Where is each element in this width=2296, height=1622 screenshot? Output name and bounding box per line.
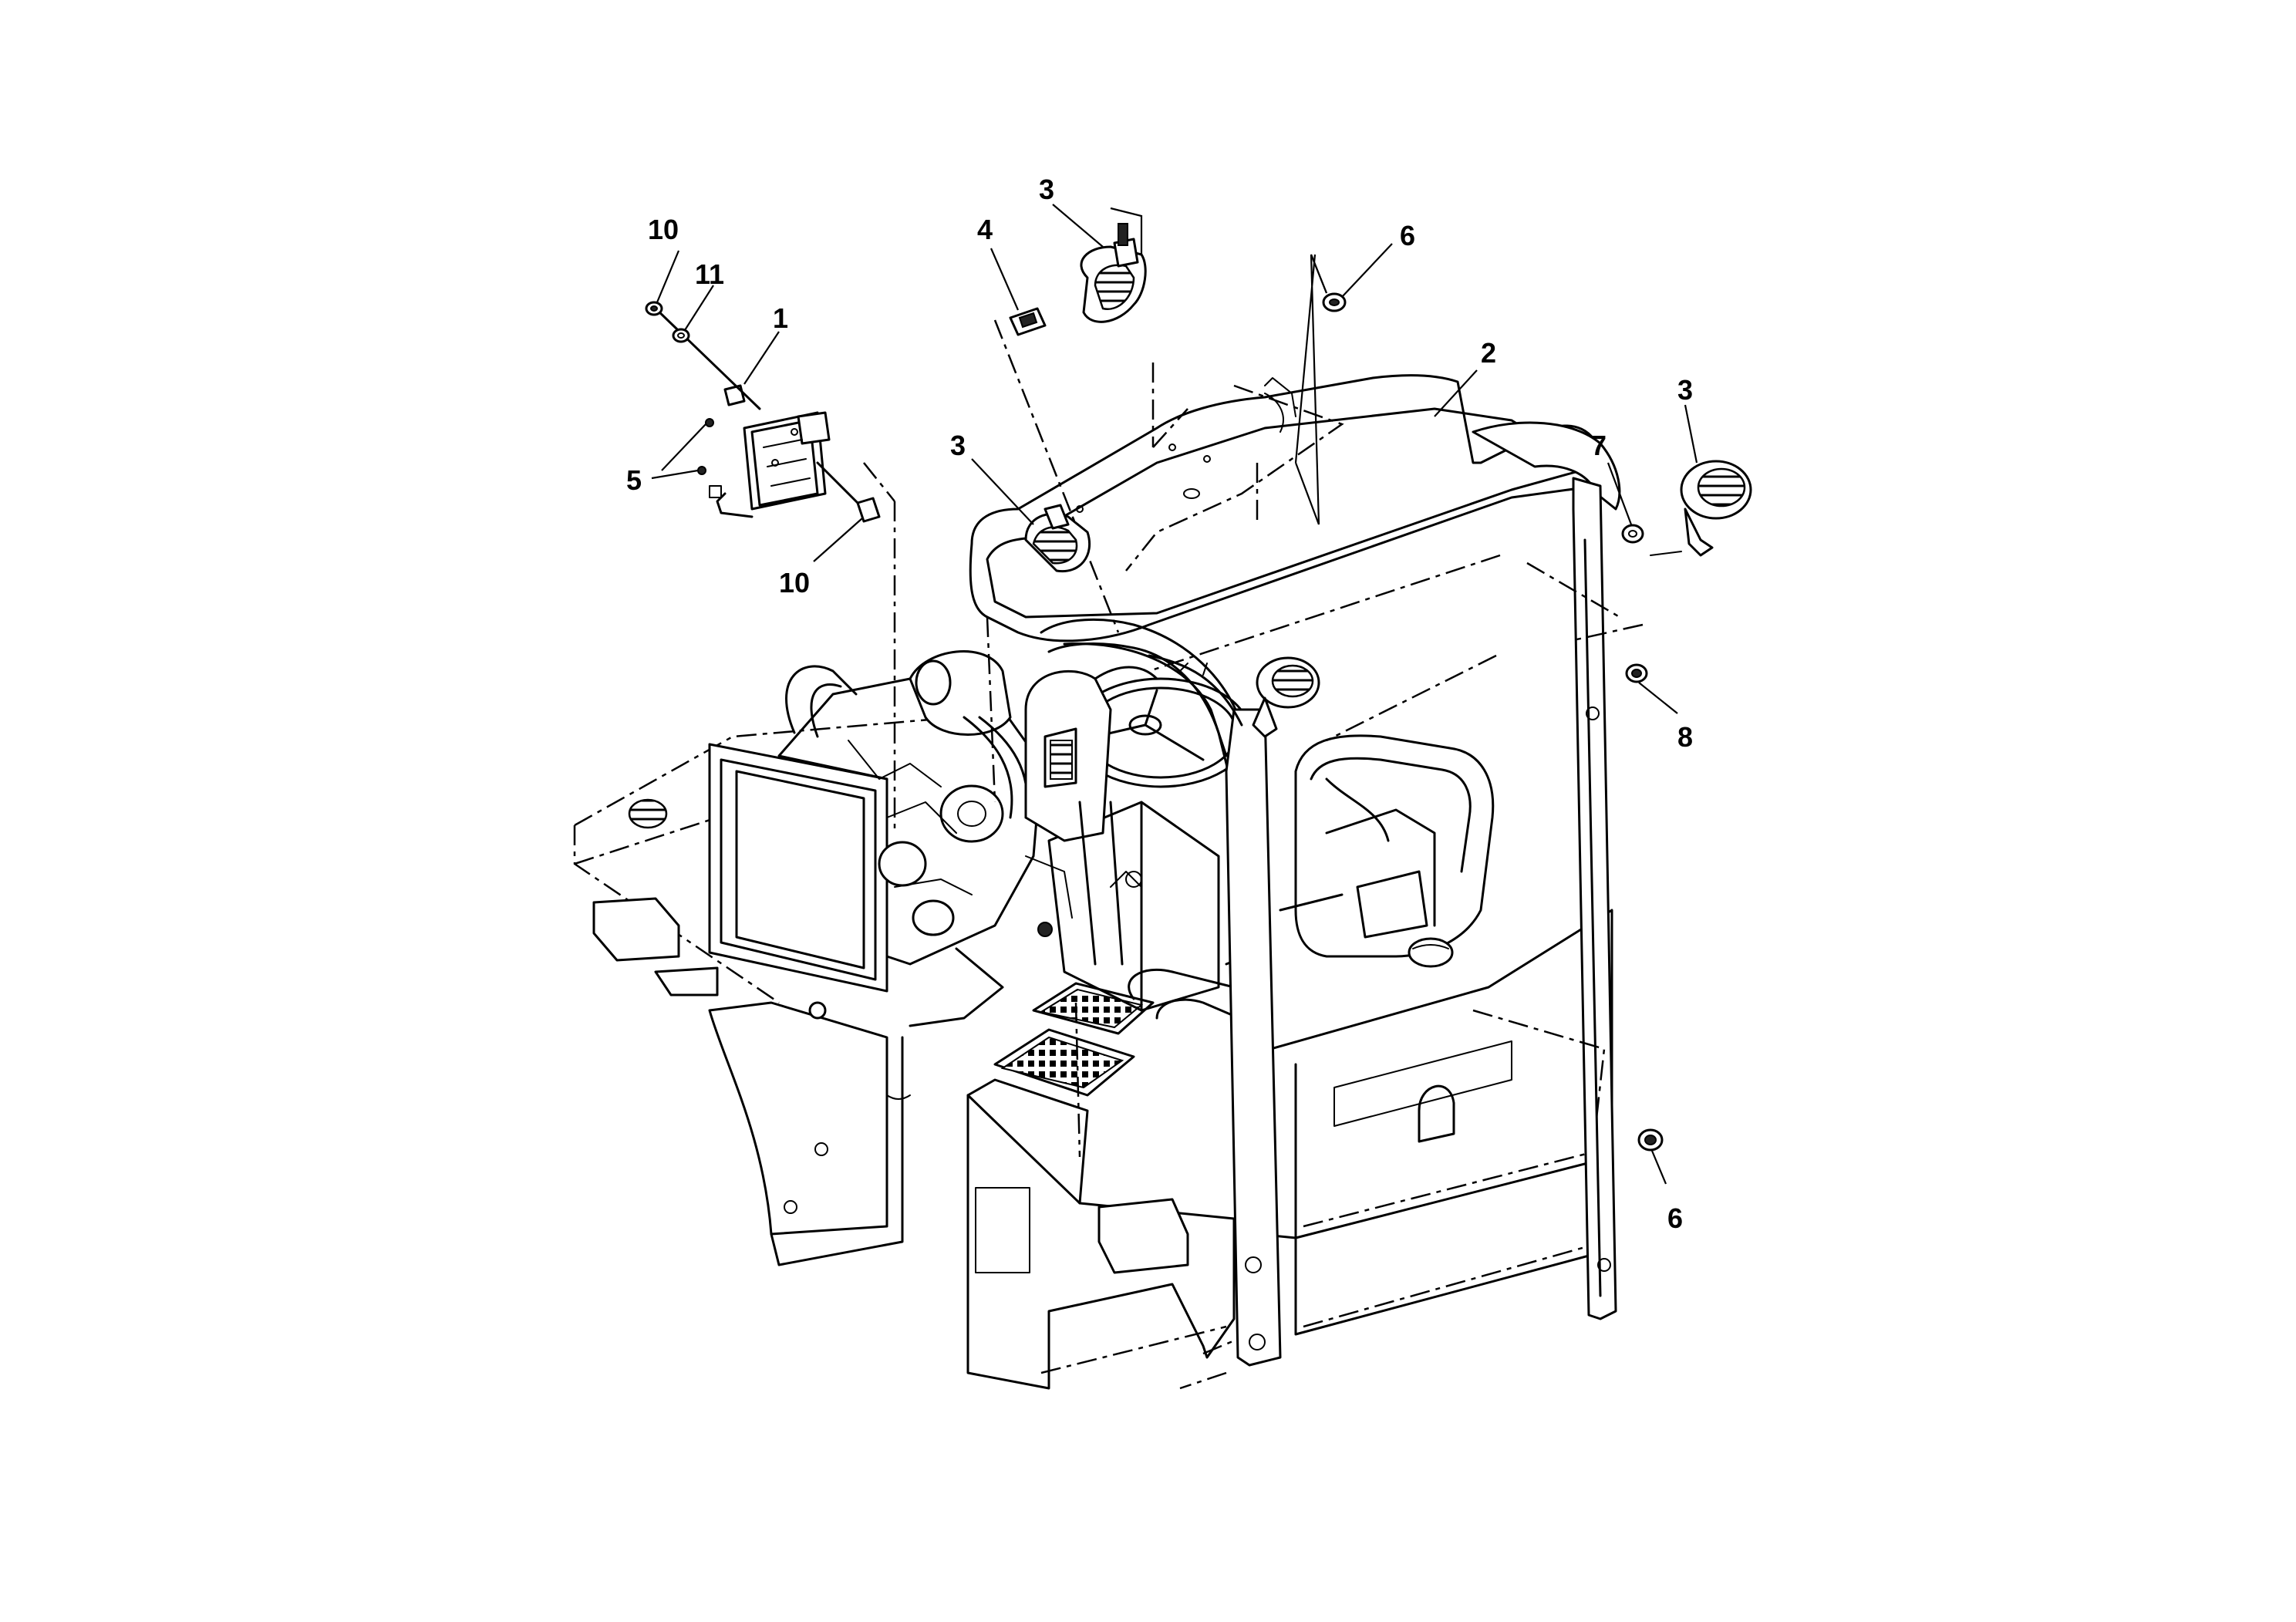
- callout-6-top: 6: [1400, 220, 1415, 251]
- nut-and-washer: [645, 301, 690, 343]
- machine-chassis: [573, 716, 1613, 1390]
- callout-3-top: 3: [1039, 174, 1054, 205]
- assembly-lines: [863, 319, 1644, 1390]
- callout-5: 5: [626, 464, 642, 496]
- callout-10-bottom: 10: [779, 567, 810, 599]
- bracket-assembly: [654, 307, 881, 523]
- callout-3-left: 3: [950, 430, 966, 461]
- callout-2: 2: [1481, 337, 1496, 369]
- grommet-bottom: [1637, 1128, 1664, 1152]
- leader-lines: [651, 204, 1698, 1185]
- callout-6-bottom: 6: [1667, 1202, 1683, 1234]
- work-light-top: [1080, 223, 1147, 323]
- rops-frame: [969, 374, 1621, 1367]
- switch-part: [1009, 307, 1047, 336]
- callout-7: 7: [1591, 430, 1607, 461]
- work-light-right: [1650, 460, 1752, 557]
- callout-4: 4: [977, 214, 993, 245]
- work-light-pillar: [1252, 656, 1320, 738]
- callout-3-right: 3: [1677, 374, 1693, 406]
- cap-part: [1621, 524, 1644, 544]
- work-light-front: [1024, 504, 1091, 573]
- callout-labels: 10 11 1 5 10 4 3 3 6 2 3 7 8 6: [626, 174, 1693, 1234]
- grommet-top: [1322, 292, 1347, 312]
- callout-11: 11: [695, 258, 724, 290]
- callout-10-top: 10: [648, 214, 679, 245]
- callout-8: 8: [1677, 721, 1693, 753]
- engine-assembly: [628, 650, 1073, 1027]
- nut-part: [1625, 663, 1648, 683]
- callout-1: 1: [773, 302, 788, 334]
- operator-station: [1024, 666, 1495, 1027]
